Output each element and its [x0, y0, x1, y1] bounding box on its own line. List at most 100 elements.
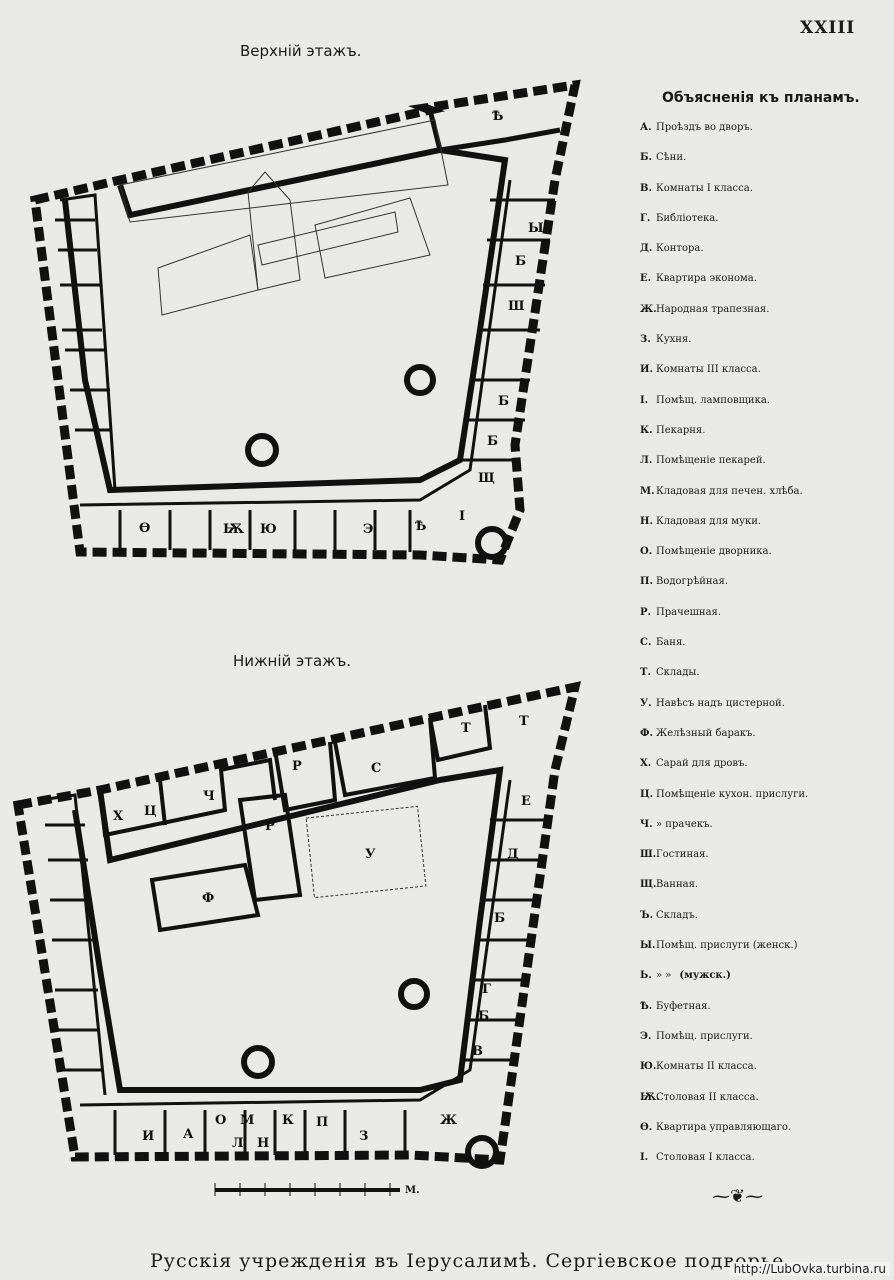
- legend-key: У.: [640, 697, 652, 709]
- legend-text: » »: [656, 970, 672, 982]
- legend-text: Гостиная.: [656, 849, 709, 861]
- legend-item: Х.Сарай для дровъ.: [640, 758, 890, 788]
- legend-item: Ѣ.Буфетная.: [640, 1001, 890, 1031]
- legend-text: Столовая I класса.: [656, 1152, 755, 1164]
- legend-item: Ь.» »(мужск.): [640, 970, 890, 1000]
- ornament: ⁓❦⁓: [712, 1186, 764, 1207]
- scale-label: М.: [405, 1185, 420, 1196]
- legend-text: Кухня.: [656, 334, 692, 346]
- lower-label: О: [215, 1113, 226, 1128]
- legend-item: И.Комнаты III класса.: [640, 364, 890, 394]
- legend-text: Помѣщенiе пекарей.: [656, 455, 766, 467]
- watermark: http://LubOvka.turbina.ru: [729, 1262, 890, 1276]
- legend-item: Ж.Народная трапезная.: [640, 304, 890, 334]
- legend-text: Народная трапезная.: [656, 303, 770, 315]
- legend-text: Ванная.: [656, 879, 699, 891]
- lower-label: Е: [521, 794, 531, 809]
- legend-text: Водогрѣйная.: [656, 576, 728, 588]
- lower-label: Т: [461, 721, 471, 736]
- legend-text: Проѣздъ во дворъ.: [656, 122, 753, 133]
- legend-key: З.: [640, 334, 651, 346]
- lower-label: Ц: [144, 804, 157, 819]
- legend-item: В. Комнаты I класса.: [640, 183, 890, 213]
- legend-item: І.Помѣщ. ламповщика.: [640, 395, 890, 425]
- lower-label: Б: [478, 1009, 489, 1024]
- legend-key: Д.: [640, 243, 653, 255]
- lower-label: Н: [257, 1136, 269, 1151]
- legend-item: Е.Квартира эконома.: [640, 273, 890, 303]
- lower-label: Р: [292, 759, 302, 774]
- legend-item: П.Водогрѣйная.: [640, 576, 890, 606]
- legend-item: З. Кухня.: [640, 334, 890, 364]
- legend-text: Контора.: [656, 243, 704, 255]
- lower-label: Ж: [440, 1113, 457, 1128]
- legend-key: П.: [640, 576, 653, 588]
- upper-label: Ы: [528, 221, 544, 236]
- legend-key: Г.: [640, 212, 651, 224]
- legend-key: Ч.: [640, 818, 653, 830]
- legend-extra: (мужск.): [679, 970, 731, 982]
- legend-item: О.Помѣщенiе дворника.: [640, 546, 890, 576]
- legend-text: Квартира управляющаго.: [656, 1121, 792, 1133]
- legend-item: Ц.Помѣщенiе кухон. прислуги.: [640, 789, 890, 819]
- legend-key: Щ.: [640, 879, 657, 891]
- lower-label: Г: [482, 982, 491, 997]
- legend-key: Б.: [640, 152, 653, 164]
- legend-key: Ю.: [640, 1061, 657, 1073]
- legend-key: Л.: [640, 455, 653, 467]
- legend-key: Ц.: [640, 788, 654, 800]
- legend-item: Щ.Ванная.: [640, 879, 890, 909]
- legend-item: Ѳ.Квартира управляющаго.: [640, 1122, 890, 1152]
- upper-label: I: [459, 509, 465, 524]
- legend-text: Комнаты I класса.: [656, 182, 753, 194]
- legend-item: Г.Библiотека.: [640, 213, 890, 243]
- legend-key: І.: [640, 1152, 649, 1164]
- legend-text: Помѣщ. прислуги (женск.): [656, 940, 798, 952]
- legend-item: Ю.Комнаты II класса.: [640, 1061, 890, 1091]
- lower-label: Ч: [203, 789, 215, 804]
- legend-item: Б.Сѣни.: [640, 152, 890, 182]
- legend-key: В.: [640, 182, 652, 194]
- legend-key: И.: [640, 364, 653, 376]
- legend-text: Кладовая для печен. хлѣба.: [656, 485, 803, 497]
- upper-label: Б: [498, 394, 509, 409]
- legend-text: Прачешная.: [656, 606, 722, 618]
- legend-key: Ш.: [640, 849, 657, 861]
- upper-label: Ѳ: [139, 521, 150, 536]
- legend-text: Сарай для дровъ.: [656, 758, 748, 770]
- upper-label: Б: [515, 254, 526, 269]
- legend-item: С.Баня.: [640, 637, 890, 667]
- upper-label: Ш: [508, 299, 525, 314]
- legend-key: Н.: [640, 515, 653, 527]
- upper-label: Ѣ: [492, 109, 503, 124]
- legend-text: Баня.: [656, 637, 686, 649]
- legend-key: Е.: [640, 273, 652, 285]
- legend-key: Ъ.: [640, 909, 654, 921]
- legend-text: Складъ.: [656, 909, 698, 921]
- lower-label: К: [282, 1113, 294, 1128]
- legend-key: Ѣ.: [640, 1000, 653, 1012]
- legend-key: Э.: [640, 1030, 652, 1042]
- legend-item: І. Столовая I класса.: [640, 1152, 890, 1182]
- lower-label: Х: [113, 809, 124, 824]
- lower-label: У: [365, 847, 376, 862]
- upper-label: Ю: [260, 522, 277, 537]
- upper-label: Э: [363, 522, 373, 537]
- legend-text: » прачекъ.: [656, 818, 713, 830]
- legend-item: М.Кладовая для печен. хлѣба.: [640, 486, 890, 516]
- lower-label: Л: [232, 1136, 244, 1151]
- legend-key: Ѭ.: [640, 1091, 660, 1103]
- legend-text: Кладовая для муки.: [656, 515, 762, 527]
- lower-label: П: [316, 1115, 328, 1130]
- upper-label: Ѭ: [223, 522, 245, 537]
- caption: Русскiя учрежденiя въ Iерусалимѣ. Сергiе…: [150, 1250, 792, 1272]
- legend-key: Ѳ.: [640, 1121, 653, 1133]
- lower-label: Д: [507, 847, 519, 862]
- legend-item: Ш.Гостиная.: [640, 849, 890, 879]
- legend-key: І.: [640, 394, 649, 406]
- lower-label: Т: [519, 714, 529, 729]
- legend-key: К.: [640, 424, 653, 436]
- legend-text: Сѣни.: [656, 152, 687, 164]
- legend-item: Ы.Помѣщ. прислуги (женск.): [640, 940, 890, 970]
